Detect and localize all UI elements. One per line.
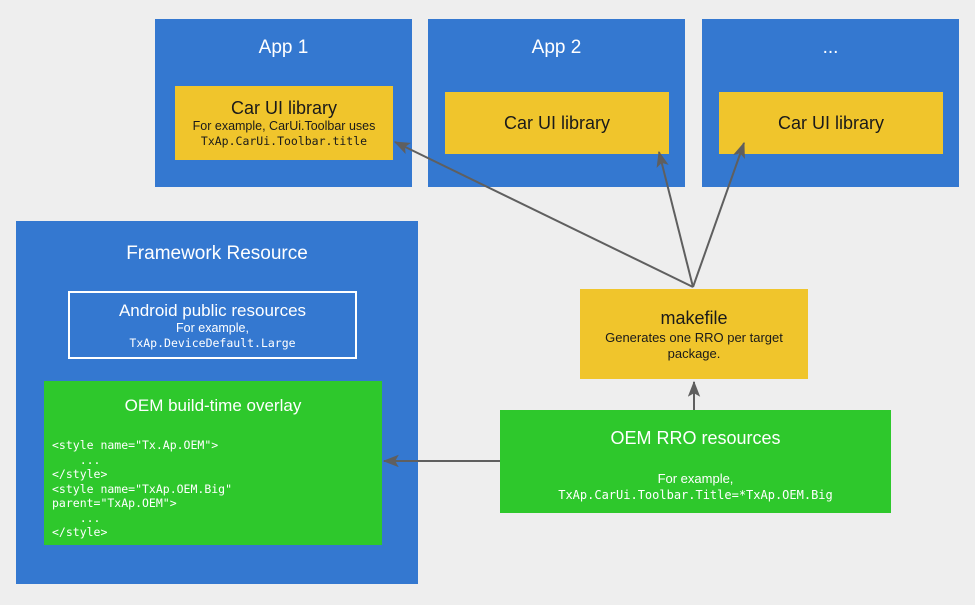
makefile-description: Generates one RRO per target package. — [605, 329, 783, 361]
car-ui-library-box-app3: Car UI library — [719, 92, 943, 154]
oem-rro-resources-box: OEM RRO resources For example, TxAp.CarU… — [500, 410, 891, 513]
car-ui-library-title-app3: Car UI library — [777, 113, 884, 133]
car-ui-library-box-app2: Car UI library — [445, 92, 669, 154]
framework-resource-label: Framework Resource — [126, 243, 308, 264]
app-group-2-label: App 2 — [531, 37, 582, 58]
car-ui-library-title-app2: Car UI library — [503, 113, 610, 133]
app-group-3-label: ... — [822, 37, 839, 58]
android-public-resources-subtitle: For example, — [176, 320, 249, 335]
car-ui-library-subtitle-app1: For example, CarUi.Toolbar uses — [192, 119, 376, 133]
makefile-box: makefile Generates one RRO per target pa… — [580, 289, 808, 379]
oem-build-time-overlay-code: <style name="Tx.Ap.OEM"> ... </style> <s… — [52, 438, 233, 539]
oem-rro-resources-subtitle: For example, — [657, 471, 734, 486]
android-public-resources-title: Android public resources — [118, 300, 307, 320]
oem-rro-resources-title: OEM RRO resources — [610, 428, 781, 448]
android-public-resources-box: Android public resources For example, Tx… — [68, 291, 357, 359]
car-ui-library-code-app1: TxAp.CarUi.Toolbar.title — [200, 134, 368, 148]
oem-build-time-overlay-box: OEM build-time overlay <style name="Tx.A… — [44, 381, 382, 545]
app-group-1-label: App 1 — [258, 37, 309, 58]
android-public-resources-code: TxAp.DeviceDefault.Large — [129, 335, 296, 350]
makefile-title: makefile — [660, 307, 728, 328]
oem-rro-resources-code: TxAp.CarUi.Toolbar.Title=*TxAp.OEM.Big — [558, 488, 833, 502]
car-ui-library-title-app1: Car UI library — [230, 98, 337, 118]
oem-build-time-overlay-title: OEM build-time overlay — [124, 396, 302, 415]
car-ui-library-box-app1: Car UI library For example, CarUi.Toolba… — [175, 86, 393, 160]
